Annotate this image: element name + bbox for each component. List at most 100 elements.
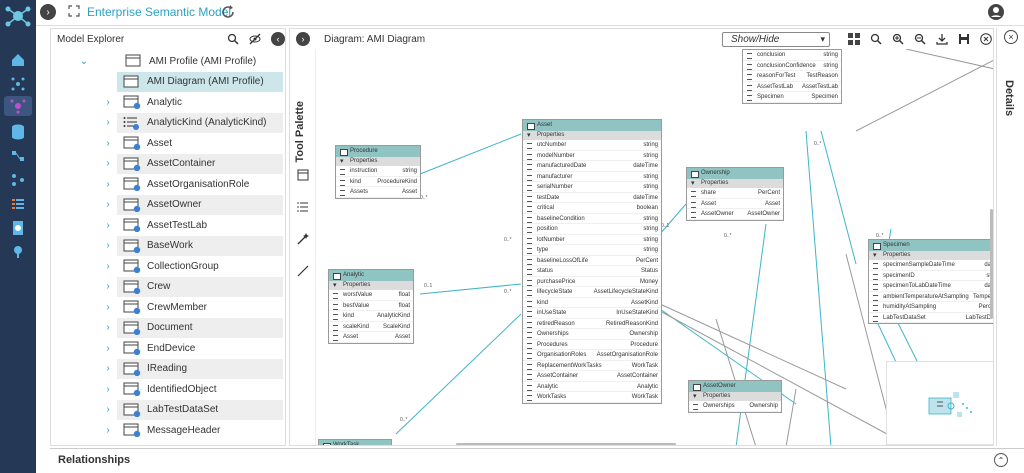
uml-class-procedure[interactable]: ProcedurePropertiesinstructionstringkind… <box>335 145 421 199</box>
expand-relationships-button[interactable]: ⌃ <box>994 453 1008 467</box>
tree-item[interactable]: ›AnalyticKind (AnalyticKind) <box>106 112 283 133</box>
tree-item[interactable]: ›CollectionGroup <box>106 256 283 276</box>
uml-class-ownership[interactable]: OwnershipPropertiessharePerCentAssetAsse… <box>686 167 784 221</box>
tree-item[interactable]: ›IdentifiedObject <box>106 379 283 399</box>
uml-properties-header[interactable]: Properties <box>687 179 783 188</box>
chevron-right-icon[interactable]: › <box>106 281 110 292</box>
search-icon[interactable] <box>227 33 239 45</box>
tree-item[interactable]: ›IReading <box>106 358 283 379</box>
uml-class-asset[interactable]: AssetPropertiesutcNumberstringmodelNumbe… <box>522 119 662 404</box>
scroll-thumb[interactable] <box>990 209 993 319</box>
tree-item[interactable]: ⌄AMI Profile (AMI Profile) <box>80 51 283 71</box>
chevron-right-icon[interactable]: › <box>106 137 110 149</box>
uml-class-worktask[interactable]: WorkTaskProperties <box>318 439 392 445</box>
nav-toggle-button[interactable]: › <box>40 4 56 20</box>
uml-properties-header[interactable]: Properties <box>329 281 413 290</box>
download-icon[interactable] <box>936 33 948 45</box>
search-icon[interactable] <box>870 33 882 45</box>
collapse-palette-button[interactable]: › <box>296 32 310 46</box>
magic-wand-icon[interactable] <box>297 233 309 245</box>
fullscreen-icon[interactable] <box>68 5 80 17</box>
chevron-right-icon[interactable]: › <box>106 383 110 395</box>
tree-item[interactable]: ›AssetTestLab <box>106 215 283 235</box>
tree-item[interactable]: ›AssetOwner <box>106 194 283 215</box>
chevron-right-icon[interactable]: › <box>106 260 110 272</box>
tree-item[interactable]: ›EndDevice <box>106 338 283 358</box>
class-tool-icon[interactable] <box>297 169 309 181</box>
chevron-right-icon[interactable]: › <box>106 158 110 169</box>
rail-diagram[interactable] <box>4 96 32 116</box>
rail-list[interactable] <box>4 194 32 214</box>
eye-slash-icon[interactable] <box>249 33 261 45</box>
scroll-thumb[interactable] <box>456 443 676 445</box>
chevron-right-icon[interactable]: › <box>106 199 110 210</box>
tree-item[interactable]: ›LabTestDataSet <box>106 399 283 420</box>
chevron-right-icon[interactable]: › <box>106 363 110 374</box>
user-avatar-icon[interactable] <box>988 4 1004 20</box>
tree-item[interactable]: ›BaseWork <box>106 235 283 256</box>
tree-item[interactable]: ›Document <box>106 317 283 338</box>
layout-icon[interactable] <box>848 33 860 45</box>
rail-database[interactable] <box>4 122 32 142</box>
uml-properties-header[interactable]: Properties <box>336 157 420 166</box>
uml-properties-header[interactable]: Properties <box>869 251 993 260</box>
rail-flow[interactable] <box>4 146 32 166</box>
zoom-in-icon[interactable] <box>892 33 904 45</box>
tree-item[interactable]: AMI Diagram (AMI Profile) <box>117 71 283 92</box>
diagram-canvas[interactable]: 0..* 0..* 0..1 0..* 0..* 0..1 0..* 0..* … <box>316 49 993 445</box>
chevron-right-icon[interactable]: › <box>106 117 110 128</box>
horizontal-scrollbar[interactable] <box>316 442 993 445</box>
chevron-right-icon[interactable]: › <box>106 178 110 190</box>
chevron-right-icon[interactable]: › <box>106 342 110 354</box>
close-icon[interactable] <box>980 33 992 45</box>
uml-class-analytic[interactable]: AnalyticPropertiesworstValuefloatbestVal… <box>328 269 414 344</box>
vertical-scrollbar[interactable] <box>989 49 993 445</box>
uml-properties-header[interactable]: Properties <box>523 131 661 140</box>
list-tool-icon[interactable] <box>297 201 309 213</box>
uml-class-assetowner[interactable]: AssetOwnerPropertiesOwnershipsOwnership <box>688 380 782 413</box>
close-details-button[interactable]: × <box>1004 30 1018 44</box>
details-label[interactable]: Details <box>1003 80 1015 117</box>
rail-connector[interactable] <box>4 242 32 262</box>
line-tool-icon[interactable] <box>297 265 309 277</box>
chevron-right-icon[interactable]: › <box>106 301 110 313</box>
tree-item[interactable]: ›Asset <box>106 133 283 153</box>
tree-item[interactable]: ›MessageHeader <box>106 420 283 440</box>
save-icon[interactable] <box>958 33 970 45</box>
